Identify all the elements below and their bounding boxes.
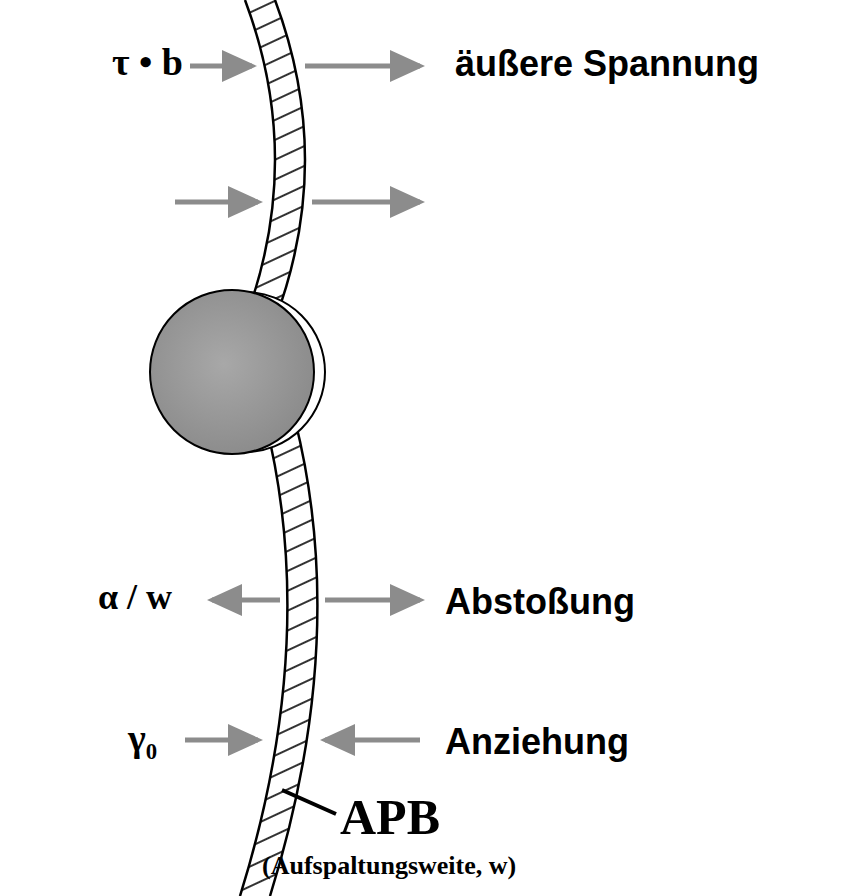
force-arrows bbox=[175, 66, 420, 740]
apb-band bbox=[245, 0, 305, 320]
dislocation-line bbox=[270, 420, 317, 896]
dislocation-line bbox=[245, 0, 275, 320]
particle bbox=[150, 290, 314, 454]
force-label: τ • b bbox=[112, 42, 183, 84]
apb-band bbox=[240, 420, 317, 896]
force-label: γ₀ bbox=[128, 718, 157, 760]
dislocation-line bbox=[275, 0, 305, 320]
stress-label: äußere Spannung bbox=[455, 44, 759, 84]
repulsion-label: Abstoßung bbox=[445, 582, 635, 622]
force-label: α / w bbox=[98, 578, 172, 618]
apb-label: APB bbox=[340, 790, 440, 845]
width-note: (Aufspaltungsweite, w) bbox=[262, 852, 516, 881]
dislocation-line bbox=[240, 420, 287, 896]
attraction-label: Anziehung bbox=[445, 722, 629, 762]
leader-line bbox=[282, 790, 336, 814]
